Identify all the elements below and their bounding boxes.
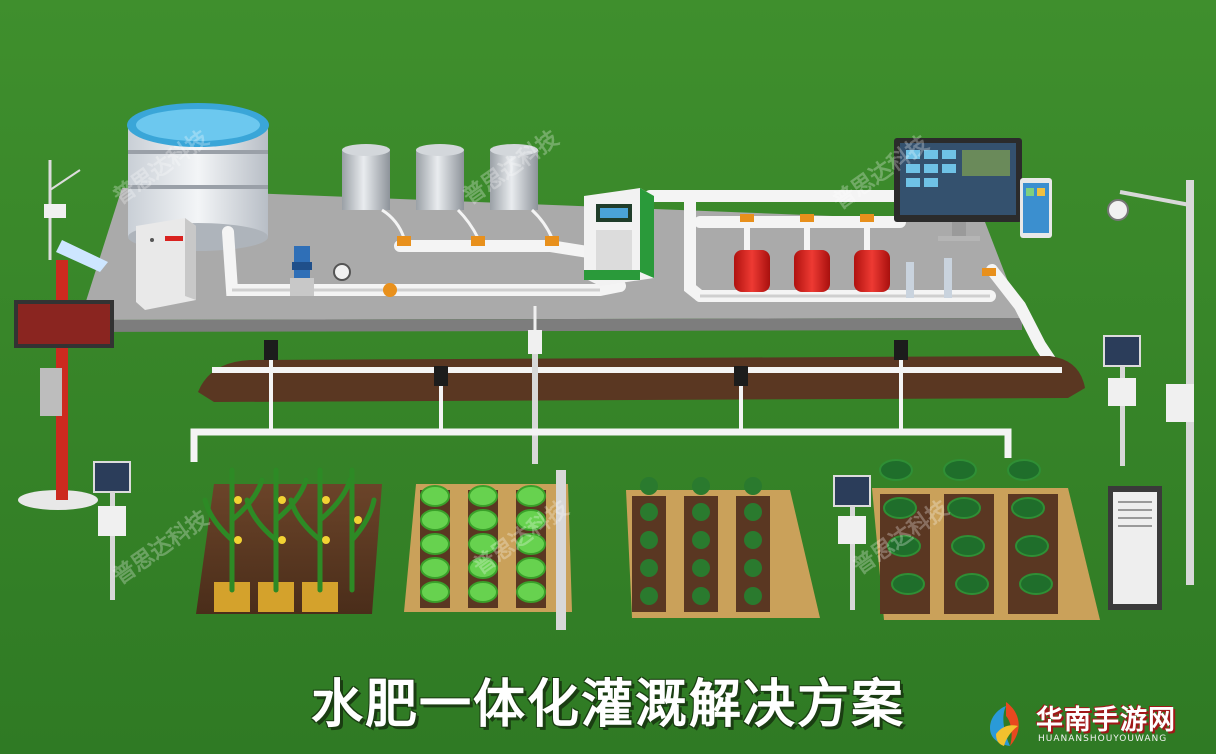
outdoor-cabinet bbox=[1108, 486, 1162, 610]
weather-station bbox=[14, 160, 114, 510]
fertigation-machine bbox=[584, 188, 654, 286]
wireless-gateway bbox=[528, 306, 542, 464]
pipe-trench bbox=[198, 356, 1085, 402]
field-cabbage bbox=[404, 470, 572, 630]
distribution-pipe bbox=[190, 428, 1012, 462]
filter-red-3 bbox=[854, 216, 890, 292]
site-logo-name: 华南手游网 bbox=[1036, 705, 1176, 736]
field-corn bbox=[196, 467, 382, 614]
pump bbox=[290, 246, 397, 297]
site-logo-icon bbox=[990, 702, 1019, 746]
control-cabinet bbox=[136, 218, 196, 310]
solenoid-valves bbox=[264, 340, 908, 386]
fertilizer-tank-2 bbox=[416, 144, 464, 210]
filter-red-2 bbox=[794, 216, 830, 292]
filter-red-1 bbox=[734, 216, 770, 292]
fertilizer-tank-1 bbox=[342, 144, 390, 210]
field-seedlings bbox=[626, 477, 820, 618]
camera-pole bbox=[1107, 180, 1194, 585]
soil-sensor bbox=[93, 461, 131, 600]
tablet bbox=[1020, 178, 1052, 238]
field-strawberry bbox=[872, 459, 1100, 620]
solar-sensor-post-right bbox=[1103, 335, 1141, 466]
diagram-caption: 水肥一体化灌溉解决方案 bbox=[310, 675, 905, 735]
fertilizer-tank-3 bbox=[490, 144, 538, 210]
site-logo: 华南手游网 HUANANSHOUYOUWANG bbox=[980, 696, 1210, 752]
computer-monitor bbox=[894, 138, 1022, 241]
soil-sensor-2 bbox=[833, 475, 871, 610]
site-logo-subtitle: HUANANSHOUYOUWANG bbox=[1038, 734, 1168, 744]
flow-meters bbox=[906, 258, 952, 298]
